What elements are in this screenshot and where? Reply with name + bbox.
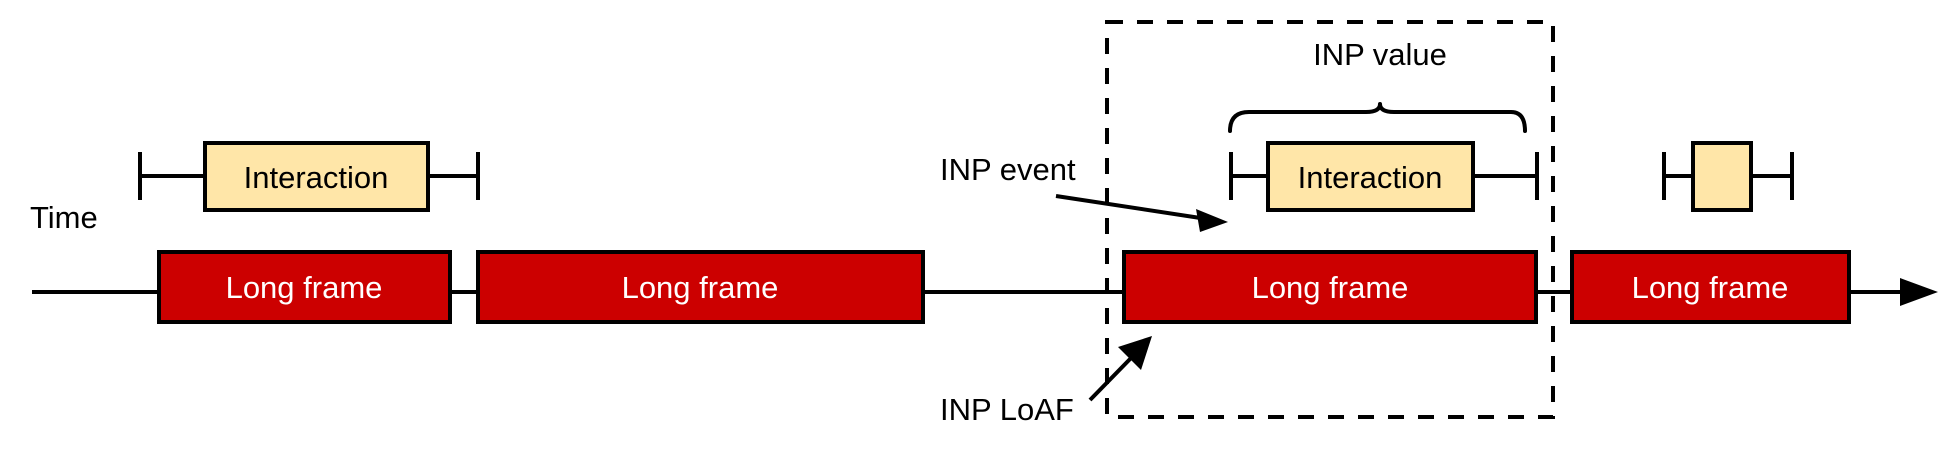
interaction-3-box[interactable] [1691, 141, 1753, 212]
long-frame-1[interactable]: Long frame [157, 250, 452, 324]
long-frame-1-label: Long frame [226, 270, 383, 305]
inp-value-label: INP value [1313, 37, 1447, 72]
inp-loaf-arrow-line [1088, 354, 1135, 402]
interaction-2-label: Interaction [1298, 160, 1443, 195]
long-frame-3[interactable]: Long frame [1122, 250, 1538, 324]
time-axis-label: Time [30, 200, 98, 235]
interaction-2[interactable]: Interaction [1229, 141, 1539, 212]
long-frame-4-label: Long frame [1632, 270, 1789, 305]
long-frame-4-box[interactable] [1570, 250, 1851, 324]
interaction-1-label: Interaction [244, 160, 389, 195]
inp-value-brace [1228, 102, 1527, 133]
interaction-2-box[interactable] [1266, 141, 1475, 212]
long-frame-2-label: Long frame [622, 270, 779, 305]
interaction-1-box[interactable] [203, 141, 430, 212]
long-frame-3-label: Long frame [1252, 270, 1409, 305]
long-frame-3-box[interactable] [1122, 250, 1538, 324]
time-axis-arrow-icon [1900, 278, 1938, 306]
inp-loaf-label: INP LoAF [940, 392, 1074, 427]
interaction-3[interactable] [1662, 141, 1794, 212]
inp-event-arrow [1055, 194, 1228, 232]
curly-brace-icon [1228, 102, 1527, 133]
inp-loaf-arrow-head-icon [1118, 336, 1152, 370]
inp-event-label: INP event [940, 152, 1076, 187]
time-axis [32, 278, 1938, 306]
long-frame-2-box[interactable] [476, 250, 925, 324]
long-frame-2[interactable]: Long frame [476, 250, 925, 324]
inp-loaf-arrow [1088, 336, 1152, 402]
inp-highlight-dashed-box [1105, 20, 1555, 419]
inp-event-arrow-line [1055, 194, 1208, 221]
long-frame-1-box[interactable] [157, 250, 452, 324]
inp-event-arrow-head-icon [1196, 209, 1228, 232]
long-frame-4[interactable]: Long frame [1570, 250, 1851, 324]
interaction-1[interactable]: Interaction [138, 141, 480, 212]
